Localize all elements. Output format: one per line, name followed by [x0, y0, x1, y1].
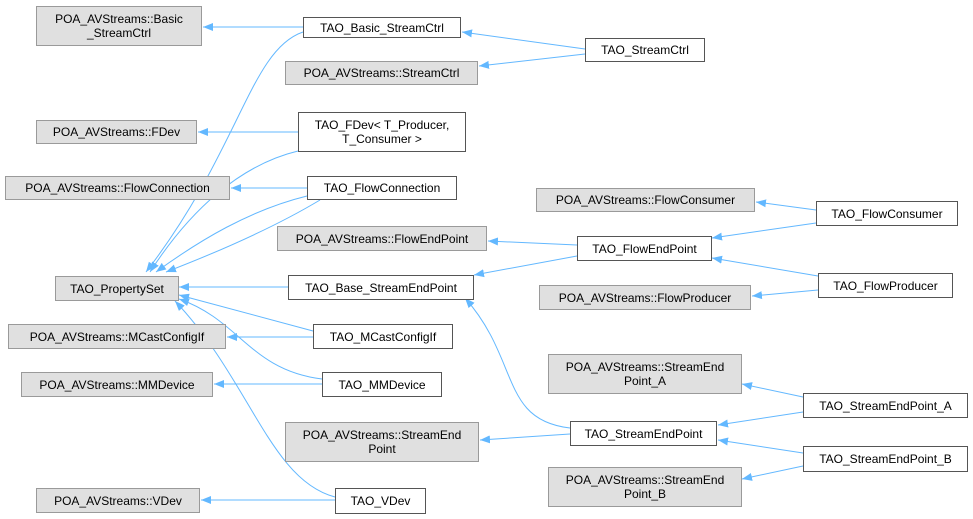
node-poa-fdev[interactable]: POA_AVStreams::FDev: [36, 120, 197, 144]
edge-streamctrl-to-basic: [461, 29, 586, 50]
node-tao-propertyset[interactable]: TAO_PropertySet: [55, 276, 179, 301]
edge-sepb-to-poa: [741, 465, 804, 481]
edge-streamctrl-to-poa: [478, 53, 586, 69]
edge-mmdevice-to-propertyset: [178, 298, 323, 380]
edge-sepa-to-streamendpoint: [717, 411, 804, 428]
edge-flowconnection-to-propertyset-2: [165, 199, 321, 273]
node-poa-streamendpoint-a[interactable]: POA_AVStreams::StreamEnd Point_A: [548, 354, 742, 394]
node-tao-streamctrl[interactable]: TAO_StreamCtrl: [585, 38, 705, 62]
node-tao-mmdevice[interactable]: TAO_MMDevice: [322, 372, 442, 397]
node-tao-streamendpoint-b[interactable]: TAO_StreamEndPoint_B: [803, 446, 968, 472]
node-tao-streamendpoint[interactable]: TAO_StreamEndPoint: [570, 421, 717, 446]
node-tao-flowproducer[interactable]: TAO_FlowProducer: [818, 273, 953, 298]
node-poa-vdev[interactable]: POA_AVStreams::VDev: [36, 488, 200, 513]
edge-flowendpoint-to-base: [473, 255, 578, 278]
edge-flowendpoint-to-poa: [487, 237, 578, 246]
edge-sepa-to-poa: [741, 382, 804, 398]
node-tao-flowconsumer[interactable]: TAO_FlowConsumer: [816, 201, 958, 226]
edge-flowconnection-to-propertyset: [155, 195, 308, 273]
edge-flowconsumer-to-flowendpoint: [711, 222, 817, 241]
node-poa-flowconsumer[interactable]: POA_AVStreams::FlowConsumer: [536, 188, 755, 212]
node-poa-flowconnection[interactable]: POA_AVStreams::FlowConnection: [5, 176, 230, 200]
node-tao-mcastconfigif[interactable]: TAO_MCastConfigIf: [313, 324, 453, 349]
node-poa-basic-streamctrl[interactable]: POA_AVStreams::Basic _StreamCtrl: [36, 6, 202, 46]
edge-flowproducer-to-poa: [751, 289, 819, 300]
edge-flowconsumer-to-poa: [755, 199, 817, 211]
edge-mcast-to-propertyset: [178, 293, 314, 332]
node-tao-flowconnection[interactable]: TAO_FlowConnection: [307, 176, 457, 200]
edge-basic-to-propertyset: [145, 31, 304, 273]
edge-fdev-to-propertyset: [149, 150, 299, 273]
node-poa-mmdevice[interactable]: POA_AVStreams::MMDevice: [21, 372, 213, 397]
node-tao-basic-streamctrl[interactable]: TAO_Basic_StreamCtrl: [303, 17, 461, 38]
node-poa-streamctrl[interactable]: POA_AVStreams::StreamCtrl: [285, 61, 478, 85]
node-poa-mcastconfigif[interactable]: POA_AVStreams::MCastConfigIf: [8, 324, 226, 349]
node-tao-flowendpoint[interactable]: TAO_FlowEndPoint: [577, 236, 712, 261]
edge-streamendpoint-to-base: [464, 297, 571, 429]
edge-streamendpoint-to-poa: [479, 433, 571, 444]
edge-flowproducer-to-flowendpoint: [711, 255, 819, 277]
node-poa-streamendpoint-b[interactable]: POA_AVStreams::StreamEnd Point_B: [548, 467, 742, 507]
edge-sepb-to-streamendpoint: [717, 437, 804, 454]
node-poa-streamendpoint[interactable]: POA_AVStreams::StreamEnd Point: [285, 422, 479, 462]
node-tao-streamendpoint-a[interactable]: TAO_StreamEndPoint_A: [803, 393, 968, 418]
node-tao-base-streamendpoint[interactable]: TAO_Base_StreamEndPoint: [288, 275, 474, 300]
node-poa-flowendpoint[interactable]: POA_AVStreams::FlowEndPoint: [277, 226, 487, 251]
node-tao-fdev[interactable]: TAO_FDev< T_Producer, T_Consumer >: [298, 112, 466, 152]
node-poa-flowproducer[interactable]: POA_AVStreams::FlowProducer: [539, 285, 751, 310]
node-tao-vdev[interactable]: TAO_VDev: [335, 488, 426, 514]
